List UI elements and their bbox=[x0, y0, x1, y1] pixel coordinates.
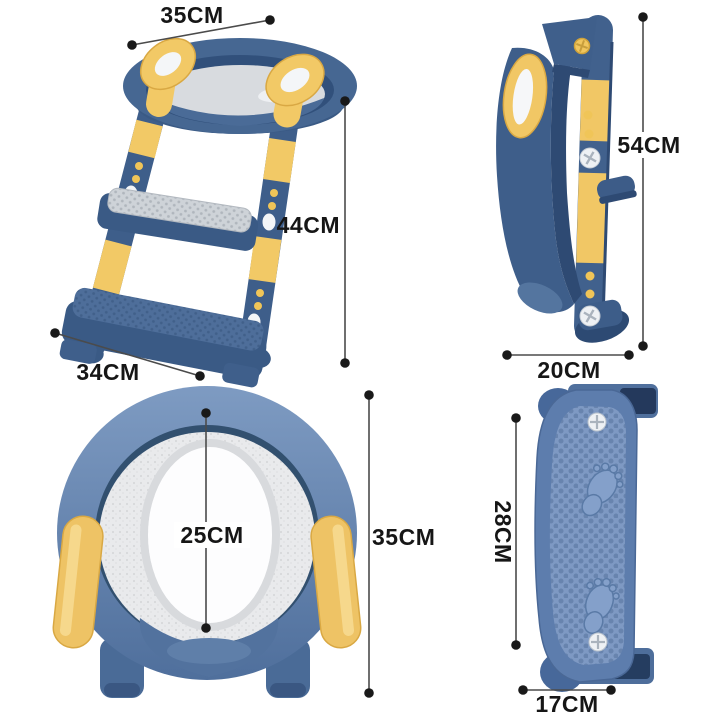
footprint-icon bbox=[581, 462, 624, 517]
dim-ladder-bottom-width-label: 34CM bbox=[76, 359, 140, 385]
dim-seat-outer-width-label: 35CM bbox=[372, 524, 436, 550]
step-screws bbox=[587, 412, 608, 652]
left-handle bbox=[140, 37, 196, 91]
step-board-top-view bbox=[534, 384, 658, 692]
dim-ladder-top-width-label: 35CM bbox=[160, 2, 224, 28]
folded-rail-strip bbox=[574, 15, 614, 341]
dim-folded-depth-label: 20CM bbox=[537, 357, 601, 383]
right-handle bbox=[265, 53, 325, 107]
folded-handle bbox=[502, 53, 548, 139]
dim-step-length-label: 28CM bbox=[490, 500, 516, 564]
dim-folded-height-label: 54CM bbox=[611, 132, 687, 158]
seat-top-view bbox=[52, 386, 362, 698]
step-board bbox=[534, 389, 638, 683]
ladder-front-view bbox=[59, 37, 357, 388]
strip-fasteners bbox=[579, 110, 601, 327]
dim-seat-inner-width-label: 25CM bbox=[174, 522, 250, 548]
dim-ladder-height-label: 44CM bbox=[276, 212, 340, 238]
ladder-folded-side-view bbox=[496, 15, 637, 343]
seat-grip-right bbox=[310, 515, 362, 649]
top-hinge-bracket bbox=[542, 17, 597, 78]
seat-grip-left bbox=[52, 515, 104, 649]
footprint-icon bbox=[583, 577, 620, 635]
dim-step-width-label: 17CM bbox=[535, 691, 599, 717]
hook-tab bbox=[596, 175, 637, 204]
middle-step bbox=[97, 187, 259, 251]
